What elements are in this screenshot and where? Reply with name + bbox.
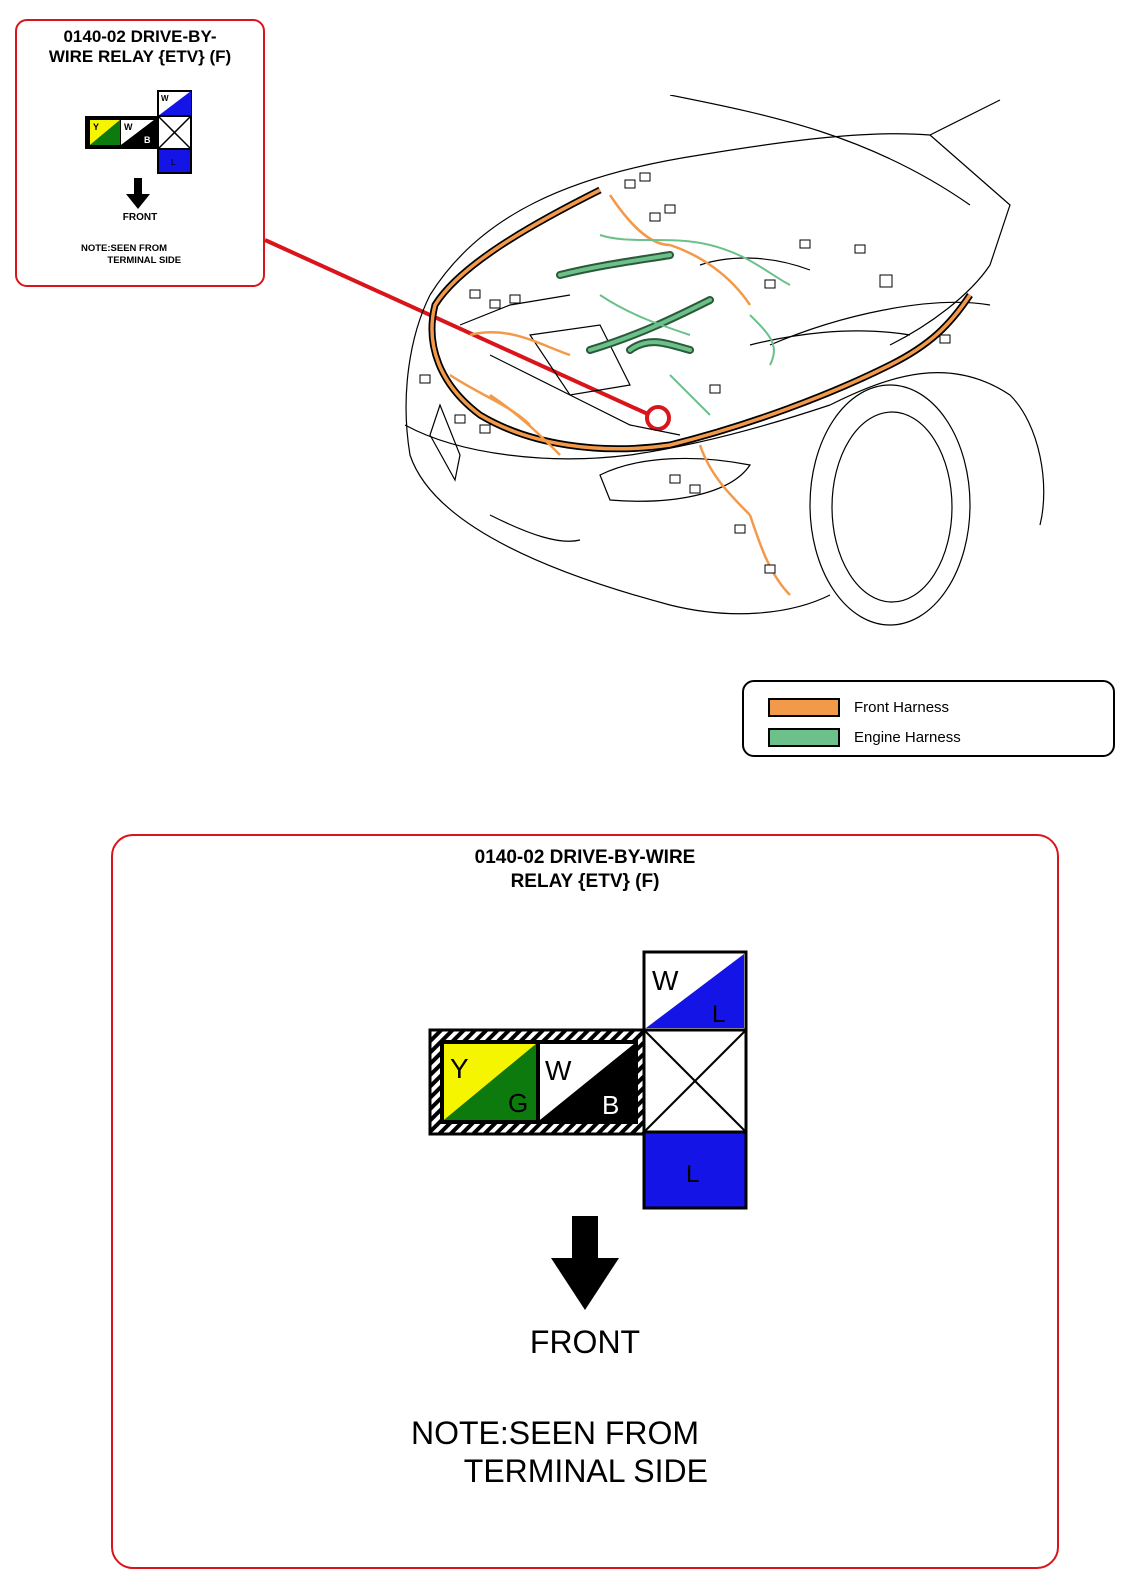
label-l-upper: L <box>712 1001 725 1028</box>
large-connector-panel: 0140-02 DRIVE-BY-WIRE RELAY {ETV} (F) Y … <box>111 834 1059 1569</box>
label-w-lower: W <box>545 1055 572 1086</box>
small-label-b: B <box>144 135 151 145</box>
small-terminal-yg-green <box>90 120 120 145</box>
front-label: FRONT <box>529 1324 641 1360</box>
small-terminal-wl-blue <box>158 91 191 116</box>
connector-blocks <box>419 172 951 574</box>
harness-legend: Front Harness Engine Harness <box>742 680 1115 757</box>
front-harness-group <box>428 186 973 596</box>
label-b: B <box>602 1090 619 1120</box>
small-terminal-wb-black <box>121 120 154 145</box>
small-connector-panel: 0140-02 DRIVE-BY- WIRE RELAY {ETV} (F) Y… <box>15 19 265 287</box>
front-harness-swatch <box>768 697 840 717</box>
small-label-l: L <box>171 158 176 167</box>
small-label-w2: W <box>124 122 133 132</box>
engine-harness-swatch <box>768 727 840 747</box>
label-g: G <box>508 1088 528 1118</box>
car-body-outline <box>404 95 1045 626</box>
large-panel-title: 0140-02 DRIVE-BY-WIRE RELAY {ETV} (F) <box>474 847 696 892</box>
small-label-y: Y <box>93 122 99 132</box>
terminal-wb-black <box>540 1044 634 1120</box>
legend-label-engine-harness: Engine Harness <box>854 728 961 746</box>
front-arrow-icon <box>551 1216 619 1310</box>
small-panel-title: 0140-02 DRIVE-BY- WIRE RELAY {ETV} (F) <box>48 27 232 66</box>
label-w-upper: W <box>652 965 679 996</box>
large-connector-diagram: Y G W B W L L <box>428 950 748 1210</box>
label-l-lower: L <box>686 1161 699 1188</box>
small-note-label: NOTE:SEEN FROM TERMINAL SIDE <box>81 243 182 266</box>
terminal-yg-green <box>444 1044 536 1120</box>
label-y: Y <box>450 1053 469 1084</box>
legend-item-engine-harness: Engine Harness <box>768 727 961 747</box>
car-engine-bay-illustration <box>404 95 1045 626</box>
small-connector-diagram: Y W B W L <box>85 90 192 174</box>
terminal-l-blue <box>642 1130 748 1210</box>
legend-item-front-harness: Front Harness <box>768 697 949 717</box>
small-label-w1: W <box>161 94 169 103</box>
small-front-label: FRONT <box>122 212 158 223</box>
note-label: NOTE:SEEN FROM TERMINAL SIDE <box>411 1415 708 1489</box>
engine-harness-group <box>556 234 791 416</box>
small-front-arrow-icon <box>126 178 150 209</box>
terminal-wl-blue <box>646 954 744 1028</box>
legend-label-front-harness: Front Harness <box>854 698 950 716</box>
